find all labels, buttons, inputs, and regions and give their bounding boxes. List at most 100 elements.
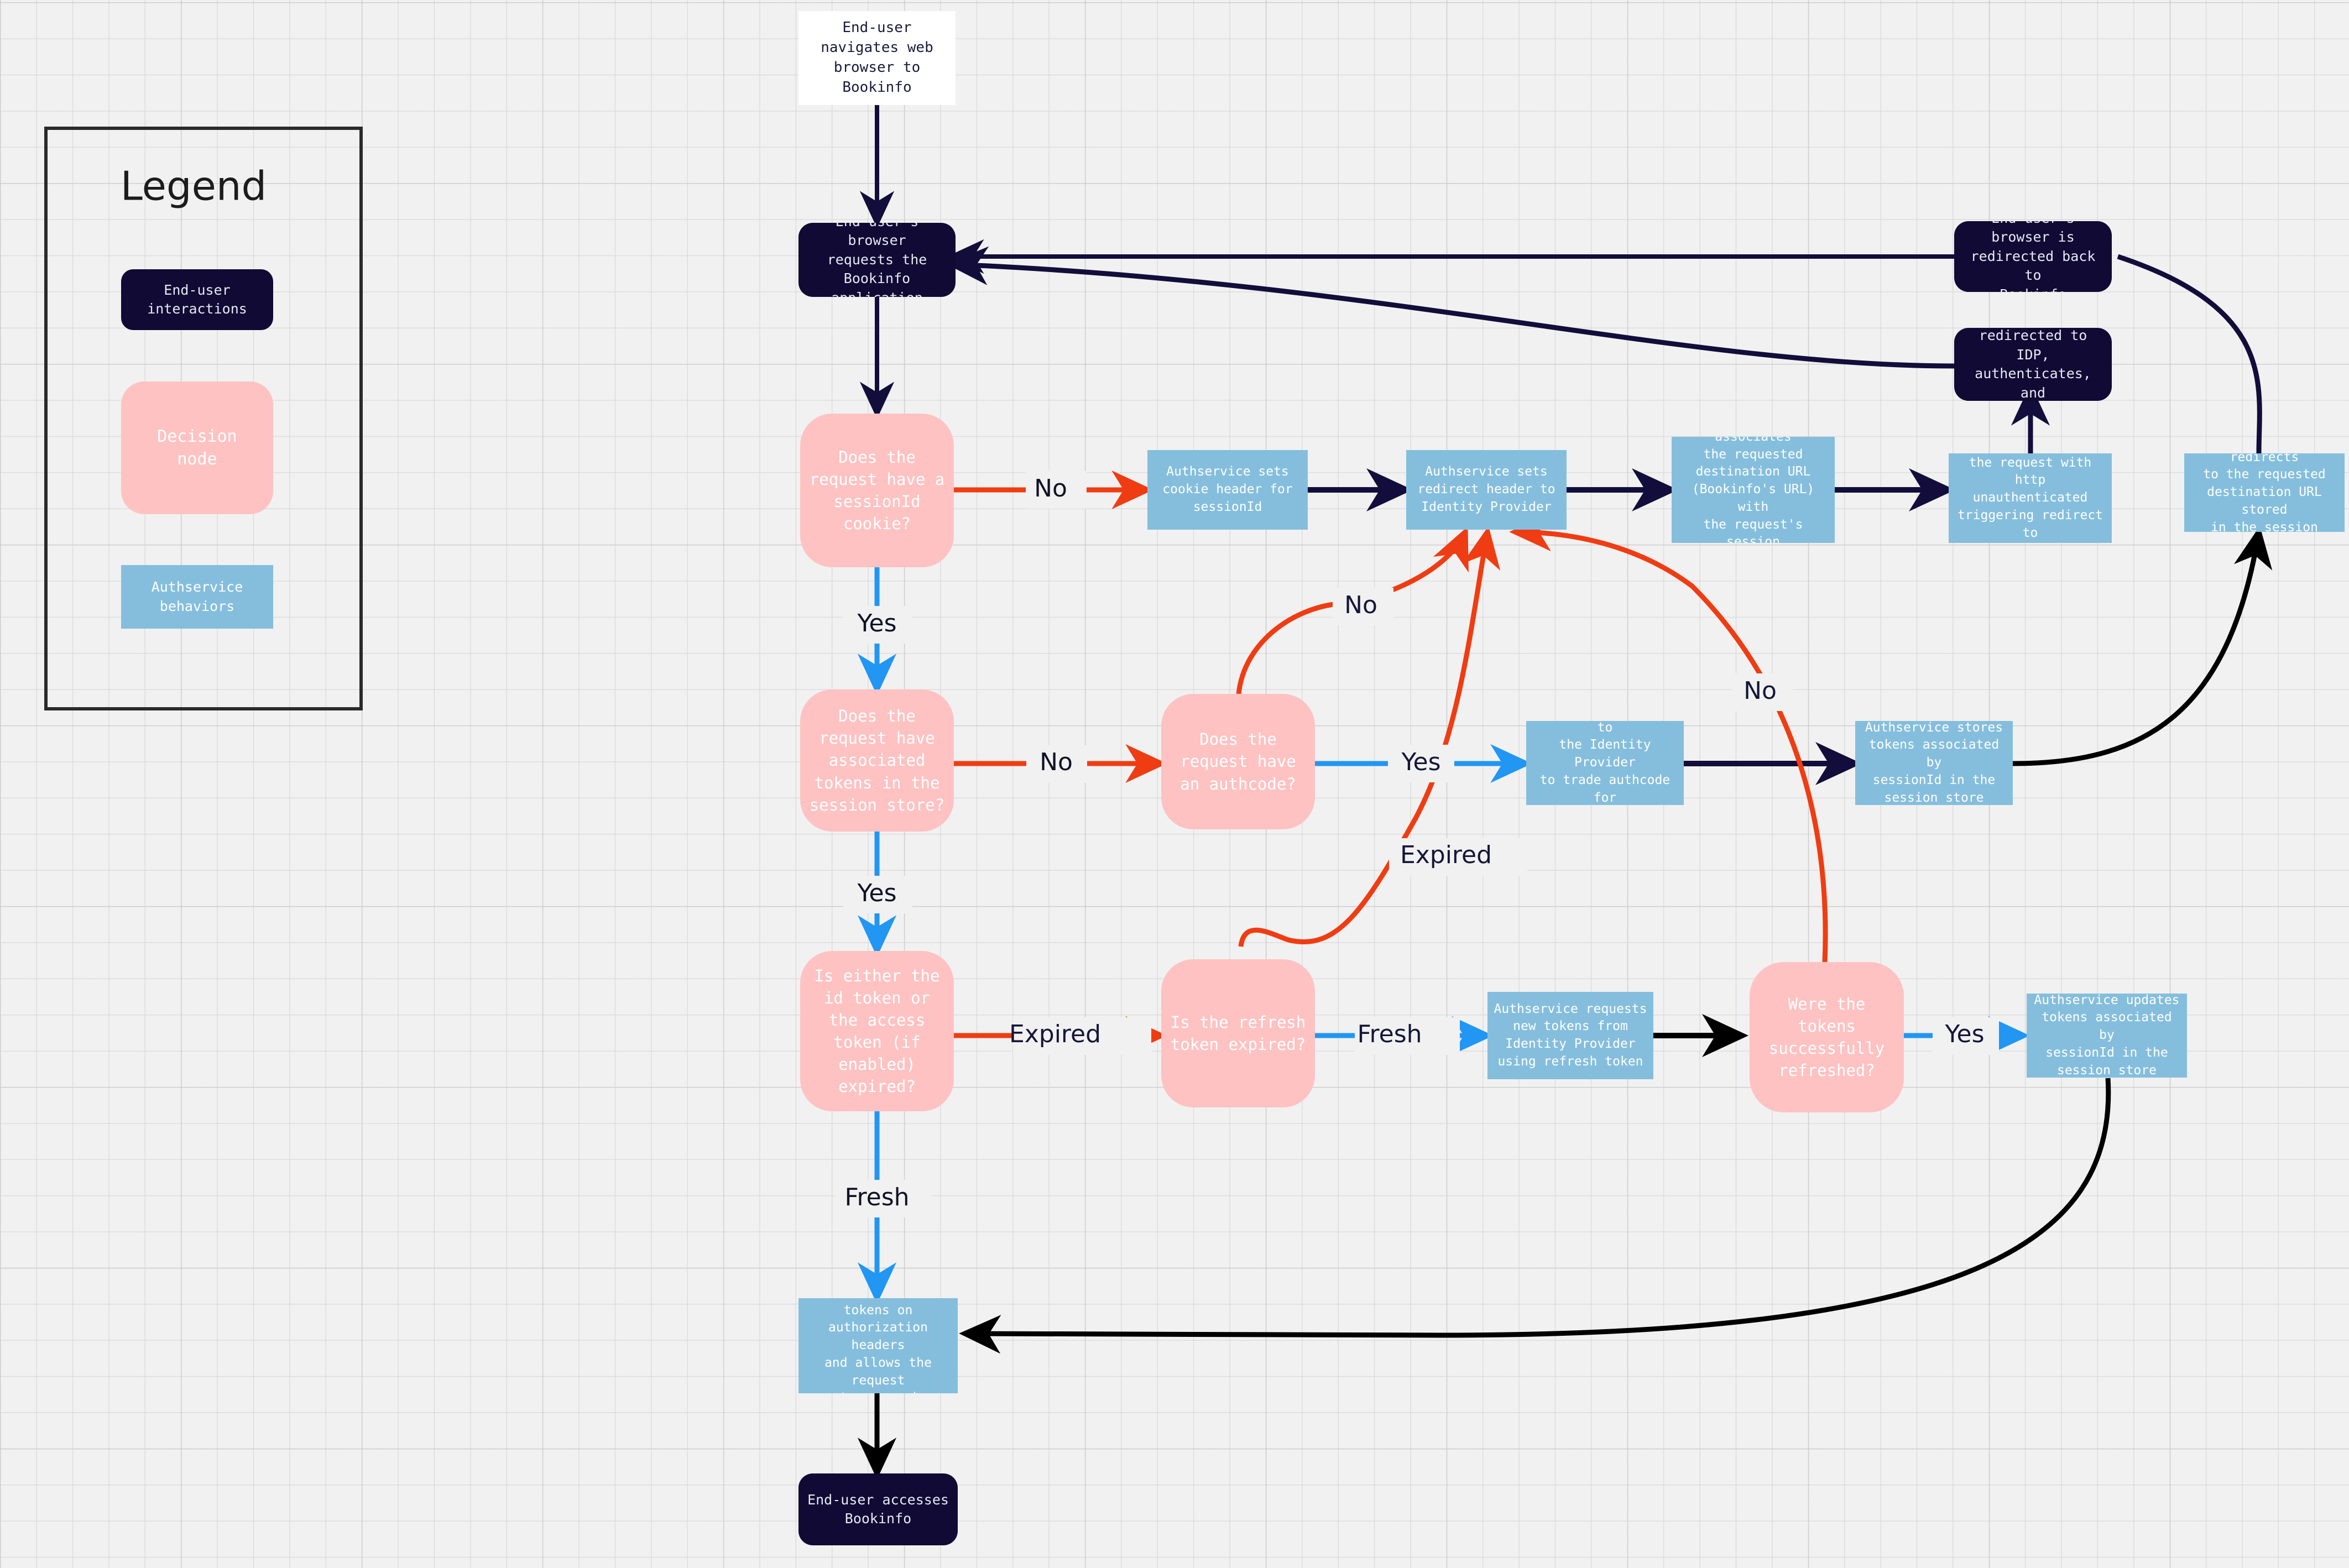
node-decision-associated-tokens[interactable]: Does the request have associated tokens … <box>800 689 954 832</box>
node-d_cookie-label: Does the request have a sessionId cookie… <box>809 447 945 534</box>
edge-label-authcode-yes: Yes <box>1401 748 1440 776</box>
legend: Legend End-user interactions Decision no… <box>44 127 363 710</box>
node-d_tokens-shape <box>800 689 954 832</box>
node-start-shape <box>798 11 956 105</box>
label-bg <box>1933 1017 1999 1055</box>
label-bg <box>1732 673 1793 711</box>
edge-d_refreshed-set_redirect <box>1509 512 1828 963</box>
edge-label-refreshed-no: No <box>1744 677 1777 705</box>
label-bg <box>1026 745 1087 783</box>
node-d_expired-label: Is either the id token or the access tok… <box>814 966 940 1096</box>
label-bg <box>843 606 912 644</box>
node-set_redirect-label: Authservice sets redirect header to Iden… <box>1417 464 1555 514</box>
node-set_cookie-shape <box>1147 450 1308 530</box>
node-d_refresh-label: Is the refresh token expired? <box>1170 1012 1306 1054</box>
node-d_refreshed-label: Were the tokens successfully refreshed? <box>1768 994 1885 1080</box>
node-browser_req-shape <box>798 223 956 297</box>
node-decision-tokens-refreshed[interactable]: Were the tokens successfully refreshed? <box>1750 962 1904 1112</box>
node-authservice-rejects-request[interactable]: Authservice rejects the request with htt… <box>1949 453 2112 543</box>
edge-label-refresh-fresh: Fresh <box>1357 1020 1422 1048</box>
node-decision-refresh-token-expired[interactable]: Is the refresh token expired? <box>1161 959 1315 1107</box>
node-authservice-sets-cookie-header[interactable]: Authservice sets cookie header for sessi… <box>1147 450 1308 530</box>
node-authservice-requests-new-tokens[interactable]: Authservice requests new tokens from Ide… <box>1487 992 1653 1079</box>
node-authservice-sets-redirect-header[interactable]: Authservice sets redirect header to Iden… <box>1406 450 1567 530</box>
node-redirect_dest-label: Authservice redirects to the requested d… <box>2203 453 2326 532</box>
edges <box>857 103 2273 1480</box>
legend-title: Legend <box>121 163 267 210</box>
node-authservice-associates-url[interactable]: Authservice associates the requested des… <box>1672 437 1835 543</box>
node-store_tokens-label: Authservice stores tokens associated by … <box>1865 721 2003 805</box>
label-bg <box>835 1180 932 1217</box>
node-set_redirect-shape <box>1406 450 1567 530</box>
edge-label-tokens-no: No <box>1040 748 1073 776</box>
label-bg <box>1355 1017 1460 1055</box>
legend-item-enduser: End-user interactions <box>121 269 273 330</box>
node-decision-token-expired[interactable]: Is either the id token or the access tok… <box>800 951 954 1111</box>
label-bg <box>1389 838 1527 876</box>
node-update_tokens-shape <box>2027 994 2187 1078</box>
legend-swatch-authservice <box>121 565 273 629</box>
edge-labels: No Yes No Yes No Yes Expired Fresh Expir… <box>835 471 1999 1217</box>
node-store_tokens-shape <box>1855 721 2013 805</box>
legend-swatch-decision <box>121 381 273 514</box>
node-req_new-shape <box>1487 992 1653 1079</box>
node-d_authcode-label: Does the request have an authcode? <box>1180 730 1296 793</box>
node-update_tokens-label: Authservice updates tokens associated by… <box>2034 994 2180 1078</box>
node-decision-sessionid-cookie[interactable]: Does the request have a sessionId cookie… <box>800 414 954 567</box>
node-browser-requests-bookinfo[interactable]: End-user's browser requests the Bookinfo… <box>798 223 956 297</box>
node-end-user-accesses-bookinfo[interactable]: End-user accesses Bookinfo <box>798 1473 958 1545</box>
edge-redirect_idp-browser_req <box>946 246 1955 369</box>
node-set_auth_hdr-label: Authservice sets tokens on authorization… <box>817 1298 939 1393</box>
legend-item-decision: Decision node <box>121 381 273 514</box>
legend-border <box>44 127 363 710</box>
node-redirect_dest-shape <box>2184 453 2345 532</box>
edge-redirect_dest-back_bookinfo <box>2117 254 2262 454</box>
nodes: End-user navigates web browser to Bookin… <box>798 11 2345 1545</box>
label-bg <box>1013 1017 1151 1055</box>
legend-label-decision: Decision node <box>157 426 237 469</box>
node-back_bookinfo-label: End-user's browser is redirected back to… <box>1970 221 2096 292</box>
edge-label-refreshed-yes: Yes <box>1944 1020 1984 1048</box>
label-bg <box>1026 471 1087 509</box>
node-browser-redirected-back-to-bookinfo[interactable]: End-user's browser is redirected back to… <box>1954 221 2112 292</box>
legend-swatch-enduser <box>121 269 273 330</box>
edge-update_tokens-set_auth_hdr <box>959 1078 2111 1354</box>
node-start[interactable]: End-user navigates web browser to Bookin… <box>798 11 956 105</box>
node-d_expired-shape <box>800 951 954 1111</box>
node-set_auth_hdr-shape <box>798 1298 958 1393</box>
node-assoc_url-shape <box>1672 437 1835 543</box>
edge-d_refresh-set_redirect <box>1238 526 1501 947</box>
node-trade_code-shape <box>1526 721 1684 805</box>
node-d_authcode-shape <box>1161 694 1315 829</box>
node-req_new-label: Authservice requests new tokens from Ide… <box>1494 1001 1647 1069</box>
node-browser-redirected-to-idp[interactable]: End-user's browser is redirected to IDP,… <box>1954 328 2112 401</box>
node-set_cookie-label: Authservice sets cookie header for sessi… <box>1162 464 1293 514</box>
node-redirect_idp-label: End-user's browser is redirected to IDP,… <box>1975 328 2091 401</box>
node-authservice-trades-authcode[interactable]: Authservice talks to the Identity Provid… <box>1526 721 1684 805</box>
node-decision-authcode[interactable]: Does the request have an authcode? <box>1161 694 1315 829</box>
node-start-label: End-user navigates web browser to Bookin… <box>821 19 933 96</box>
edge-store_tokens-redirect_dest <box>2012 526 2273 766</box>
node-end_access-label: End-user accesses Bookinfo <box>807 1491 949 1527</box>
node-d_cookie-shape <box>800 414 954 567</box>
edge-label-refresh-expired: Expired <box>1400 841 1492 869</box>
node-d_refreshed-shape <box>1750 962 1904 1112</box>
node-d_tokens-label: Does the request have associated tokens … <box>809 707 945 814</box>
node-redirect_idp-shape <box>1954 328 2112 401</box>
label-bg <box>843 876 912 913</box>
node-reject_req-shape <box>1949 453 2112 543</box>
node-authservice-sets-authorization-headers[interactable]: Authservice sets tokens on authorization… <box>798 1298 958 1393</box>
legend-item-authservice: Authservice behaviors <box>121 565 273 629</box>
node-authservice-stores-tokens[interactable]: Authservice stores tokens associated by … <box>1855 721 2013 805</box>
edge-label-cookie-yes: Yes <box>857 609 896 637</box>
edge-label-tokens-yes: Yes <box>857 879 896 907</box>
edge-label-expired-expired: Expired <box>1009 1020 1101 1048</box>
node-d_refresh-shape <box>1161 959 1315 1107</box>
node-authservice-updates-tokens[interactable]: Authservice updates tokens associated by… <box>2027 994 2187 1078</box>
edge-label-cookie-no: No <box>1034 474 1067 503</box>
label-bg <box>1333 588 1393 625</box>
edge-label-authcode-no: No <box>1344 591 1377 619</box>
label-bg <box>1388 745 1454 782</box>
node-authservice-redirects-destination[interactable]: Authservice redirects to the requested d… <box>2184 453 2345 532</box>
